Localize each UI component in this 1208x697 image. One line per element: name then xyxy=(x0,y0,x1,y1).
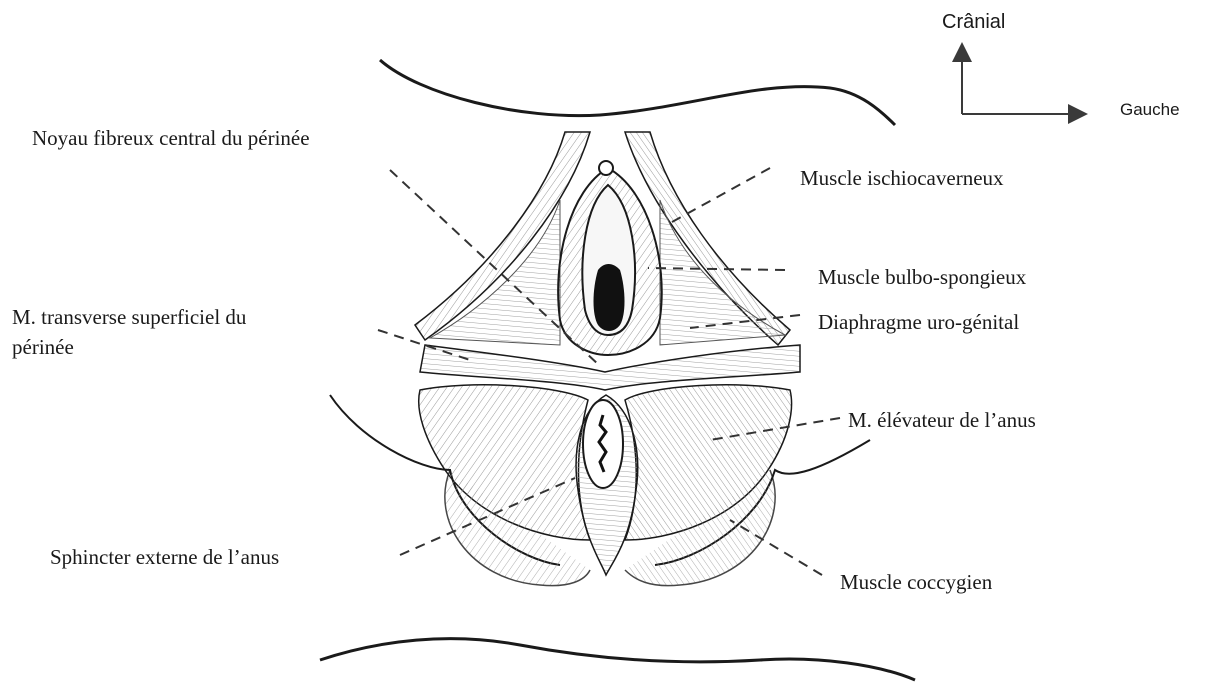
label-noyau-fibreux: Noyau fibreux central du périnée xyxy=(32,126,310,151)
vaginal-orifice xyxy=(594,264,625,331)
label-transverse-line2: périnée xyxy=(12,335,74,360)
label-bulbo-spongieux: Muscle bulbo-spongieux xyxy=(818,265,1026,290)
label-elevateur: M. élévateur de l’anus xyxy=(848,408,1036,433)
label-coccygien: Muscle coccygien xyxy=(840,570,992,595)
lower-skin-outline xyxy=(320,639,915,680)
anus xyxy=(583,400,623,488)
upper-skin-outline xyxy=(380,60,895,125)
label-transverse-line1: M. transverse superficiel du xyxy=(12,305,246,330)
label-diaphragme: Diaphragme uro-génital xyxy=(818,310,1019,335)
cranial-label: Crânial xyxy=(942,10,1005,34)
left-direction-label: Gauche xyxy=(1120,100,1180,120)
clitoris xyxy=(599,161,613,175)
label-ischiocaverneux: Muscle ischiocaverneux xyxy=(800,166,1004,191)
label-sphincter: Sphincter externe de l’anus xyxy=(50,545,279,570)
